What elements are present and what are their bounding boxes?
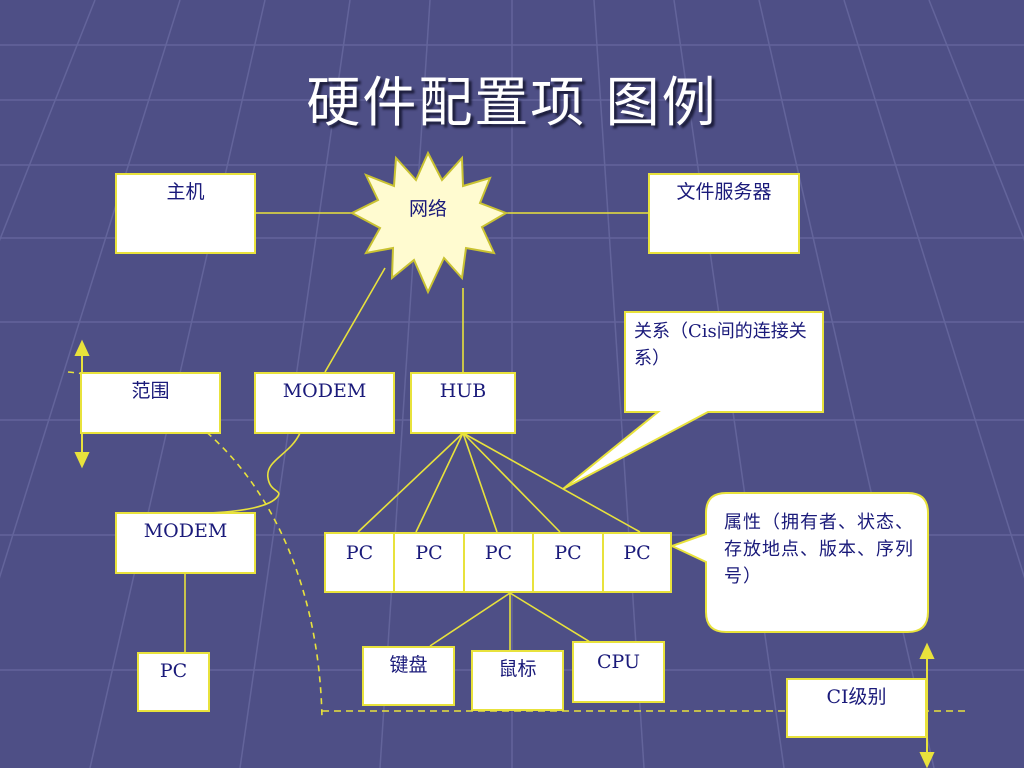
relation-callout-text: 关系（Cis间的连接关系）: [634, 321, 807, 369]
modem-left-label: MODEM: [143, 520, 228, 542]
host-label: 主机: [166, 181, 205, 203]
file-server-box[interactable]: 文件服务器: [648, 173, 800, 254]
file-server-label: 文件服务器: [676, 181, 772, 203]
ci-level-box[interactable]: CI级别: [786, 678, 927, 738]
page-title: 硬件配置项 图例: [306, 71, 718, 134]
pc-cell-2[interactable]: PC: [395, 534, 465, 591]
network-label: 网络: [408, 198, 447, 220]
modem-top-box[interactable]: MODEM: [254, 372, 395, 434]
ci-level-label: CI级别: [826, 686, 887, 708]
mouse-label: 鼠标: [498, 658, 537, 680]
cpu-box[interactable]: CPU: [572, 641, 665, 703]
mouse-box[interactable]: 鼠标: [471, 650, 564, 711]
keyboard-label: 键盘: [389, 654, 428, 676]
keyboard-box[interactable]: 键盘: [362, 646, 455, 706]
hub-box[interactable]: HUB: [410, 372, 516, 434]
scope-box[interactable]: 范围: [80, 372, 221, 434]
pc-left-box[interactable]: PC: [137, 652, 210, 712]
pc-cell-4[interactable]: PC: [534, 534, 604, 591]
pc-cell-1[interactable]: PC: [326, 534, 395, 591]
pc-cell-3[interactable]: PC: [465, 534, 534, 591]
hub-label: HUB: [439, 380, 487, 402]
cpu-label: CPU: [596, 651, 640, 673]
pc-cell-5[interactable]: PC: [623, 542, 651, 564]
attributes-callout-text: 属性（拥有者、状态、存放地点、版本、序列号）: [724, 512, 914, 587]
pc-left-label: PC: [159, 660, 188, 682]
host-box[interactable]: 主机: [115, 173, 256, 254]
scope-label: 范围: [131, 380, 170, 402]
modem-left-box[interactable]: MODEM: [115, 512, 256, 574]
pc-row-box: PC PC PC PC PC: [324, 532, 672, 593]
modem-top-label: MODEM: [282, 380, 367, 402]
